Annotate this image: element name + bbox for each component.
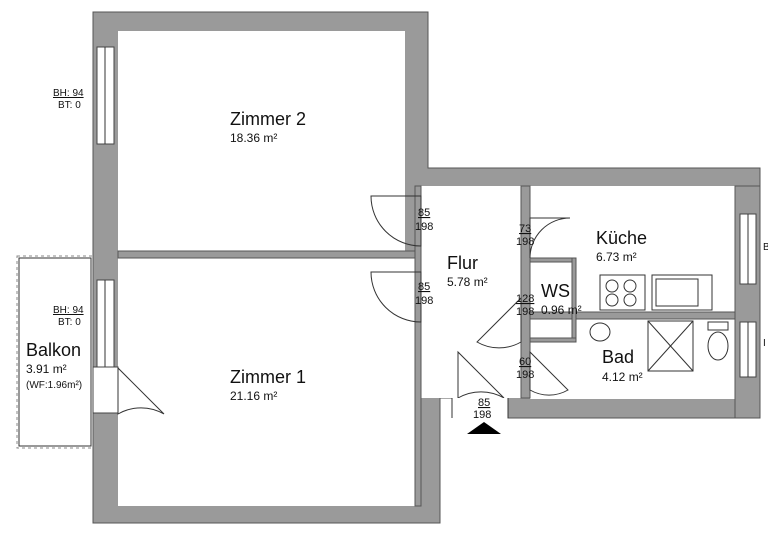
kitchen-fixtures xyxy=(599,274,713,311)
stove xyxy=(599,274,646,311)
door-entrance-height: 198 xyxy=(473,409,491,421)
bad-name: Bad xyxy=(602,347,634,367)
door-bad-height: 198 xyxy=(516,369,534,381)
door-zimmer1-width: 85 xyxy=(418,281,430,293)
balcony-door-opening xyxy=(92,366,119,414)
door-bad-width: 60 xyxy=(519,356,531,368)
zimmer2-window-bt: BT: 0 xyxy=(58,100,81,111)
toilet xyxy=(707,331,729,361)
bad-area: 4.12 m² xyxy=(602,370,643,384)
zimmer1-window-bt: BT: 0 xyxy=(58,317,81,328)
room-floors xyxy=(118,31,735,506)
door-entrance-width: 85 xyxy=(478,397,490,409)
door-ws-width: 128 xyxy=(516,293,534,305)
zimmer1-window-bh: BH: 94 xyxy=(53,305,84,316)
door-zimmer2-height: 198 xyxy=(415,221,433,233)
zimmer1-area: 21.16 m² xyxy=(230,389,277,403)
bad-window-edge: I xyxy=(763,338,766,349)
balcony-outline xyxy=(16,255,94,449)
shower xyxy=(647,320,694,372)
windows xyxy=(92,46,757,414)
bath-fixtures xyxy=(589,320,729,372)
zimmer2-name: Zimmer 2 xyxy=(230,109,306,129)
zimmer2-area: 18.36 m² xyxy=(230,131,277,145)
entrance-arrow xyxy=(467,422,501,434)
door-kueche-height: 198 xyxy=(516,236,534,248)
kueche-window-edge: B xyxy=(763,242,768,253)
balkon-area: 3.91 m² xyxy=(26,362,67,376)
door-kueche-width: 73 xyxy=(519,223,531,235)
door-zimmer2-width: 85 xyxy=(418,207,430,219)
zimmer1-name: Zimmer 1 xyxy=(230,367,306,387)
ws-name: WS xyxy=(541,281,570,301)
flur-name: Flur xyxy=(447,253,478,273)
balkon-wf: (WF:1.96m²) xyxy=(26,380,82,391)
doors xyxy=(117,195,571,418)
washbasin xyxy=(589,322,611,342)
flur-area: 5.78 m² xyxy=(447,275,488,289)
zimmer2-window-bh: BH: 94 xyxy=(53,88,84,99)
kueche-name: Küche xyxy=(596,228,647,248)
door-ws-height: 198 xyxy=(516,306,534,318)
kueche-area: 6.73 m² xyxy=(596,250,637,264)
sink xyxy=(651,274,713,311)
balkon-name: Balkon xyxy=(26,340,81,360)
ws-area: 0.96 m² xyxy=(541,303,582,317)
door-zimmer1-height: 198 xyxy=(415,295,433,307)
